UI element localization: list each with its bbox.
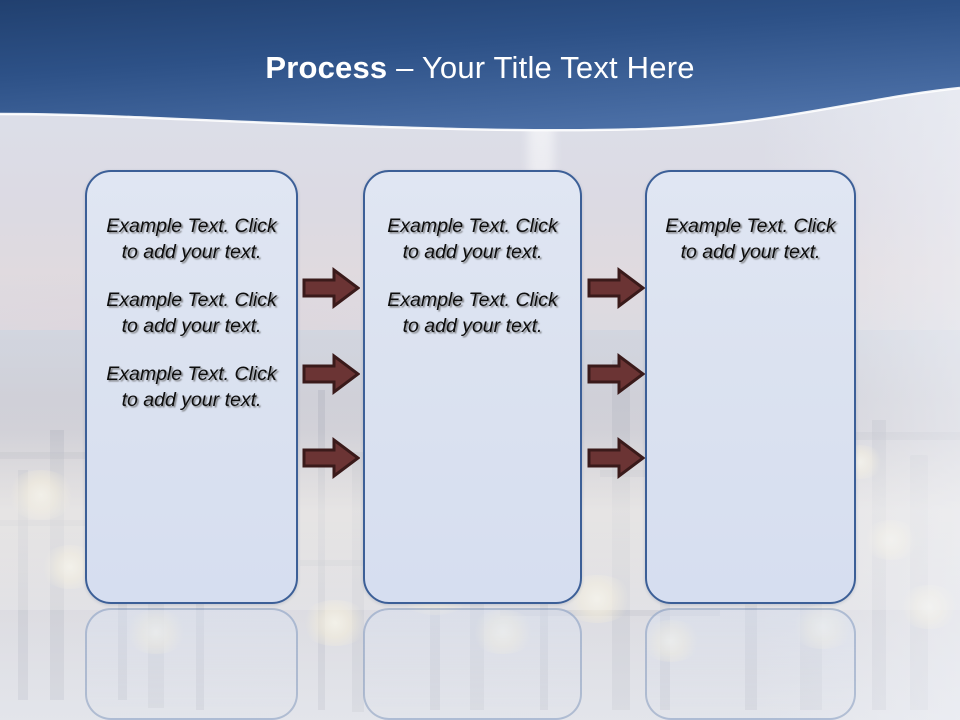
process-box-1-paragraph-3: Example Text. Click to add your text. — [106, 363, 277, 411]
process-box-1-paragraph-1: Example Text. Click to add your text. — [106, 215, 277, 263]
right-arrow-icon — [302, 353, 360, 395]
page-title-rest: – Your Title Text Here — [387, 50, 695, 85]
right-arrow-icon — [587, 353, 645, 395]
arrow-group-2-item-3[interactable] — [587, 437, 645, 479]
arrow-group-2-item-1[interactable] — [587, 267, 645, 309]
process-box-1-reflection — [85, 608, 298, 720]
process-box-2-paragraph-2: Example Text. Click to add your text. — [387, 289, 558, 337]
process-box-1[interactable]: Example Text. Click to add your text. Ex… — [85, 170, 298, 604]
title-banner — [0, 0, 960, 150]
process-box-3-paragraph-1: Example Text. Click to add your text. — [665, 215, 836, 263]
arrow-group-2-item-2[interactable] — [587, 353, 645, 395]
process-box-2[interactable]: Example Text. Click to add your text. Ex… — [363, 170, 582, 604]
process-box-2-reflection — [363, 608, 582, 720]
process-box-2-paragraph-1: Example Text. Click to add your text. — [387, 215, 558, 263]
arrow-group-1-item-2[interactable] — [302, 353, 360, 395]
process-box-3-reflection — [645, 608, 856, 720]
page-title-strong: Process — [265, 50, 388, 85]
arrow-group-1-item-3[interactable] — [302, 437, 360, 479]
process-box-3[interactable]: Example Text. Click to add your text. — [645, 170, 856, 604]
right-arrow-icon — [302, 267, 360, 309]
right-arrow-icon — [587, 437, 645, 479]
page-title: Process – Your Title Text Here — [0, 50, 960, 86]
arrow-group-1-item-1[interactable] — [302, 267, 360, 309]
process-box-1-paragraph-2: Example Text. Click to add your text. — [106, 289, 277, 337]
right-arrow-icon — [302, 437, 360, 479]
right-arrow-icon — [587, 267, 645, 309]
